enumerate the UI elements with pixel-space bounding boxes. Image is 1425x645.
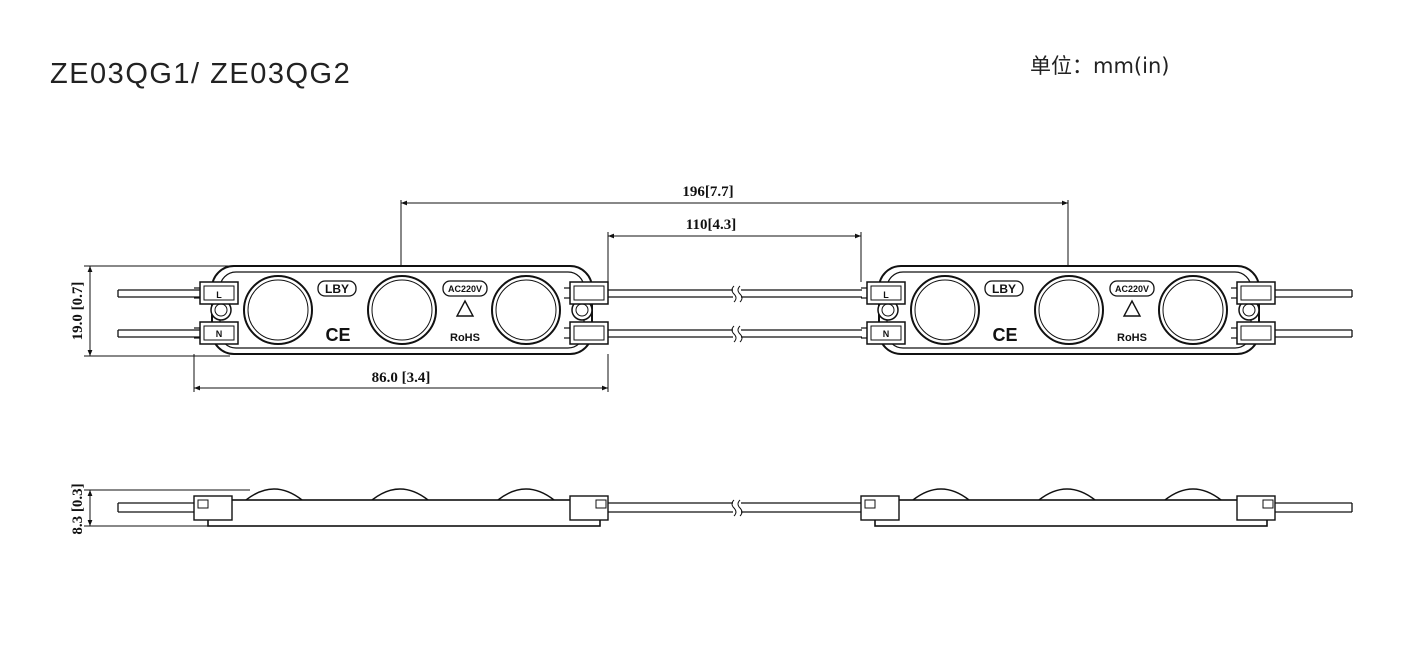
dimension-gap: 110[4.3] xyxy=(686,217,736,233)
connector xyxy=(1230,281,1276,305)
warning-icon xyxy=(1122,299,1142,317)
connector xyxy=(563,321,609,345)
ce-label: CE xyxy=(325,325,350,345)
connector xyxy=(1230,321,1276,345)
wire-n-label: N xyxy=(883,329,890,339)
wire-l-label: L xyxy=(216,290,222,300)
unit-label: 单位：mm(in) xyxy=(1030,54,1170,78)
dimension-length: 86.0 [3.4] xyxy=(372,370,431,386)
rohs-label: RoHS xyxy=(450,332,480,344)
led-module-2-top xyxy=(877,265,1260,355)
module-1-markings: LBY AC220V RoHS CE L N xyxy=(216,280,488,345)
wire-n-label: N xyxy=(216,329,223,339)
module-2-markings: LBY AC220V RoHS CE L N xyxy=(883,280,1155,345)
led-module-2-side xyxy=(860,488,1276,527)
drawing-title: ZE03QG1/ ZE03QG2 xyxy=(50,58,352,90)
led-module-1-side xyxy=(193,488,609,527)
brand-label: LBY xyxy=(992,282,1016,296)
dimension-width: 19.0 [0.7] xyxy=(70,282,86,341)
voltage-label: AC220V xyxy=(1115,284,1149,294)
rohs-label: RoHS xyxy=(1117,332,1147,344)
dimension-pitch: 196[7.7] xyxy=(682,184,733,200)
connector xyxy=(563,281,609,305)
dimension-height: 8.3 [0.3] xyxy=(70,483,86,534)
voltage-label: AC220V xyxy=(448,284,482,294)
wire-l-label: L xyxy=(883,290,889,300)
warning-icon xyxy=(455,299,475,317)
led-module-1-top xyxy=(210,265,593,355)
brand-label: LBY xyxy=(325,282,349,296)
ce-label: CE xyxy=(992,325,1017,345)
